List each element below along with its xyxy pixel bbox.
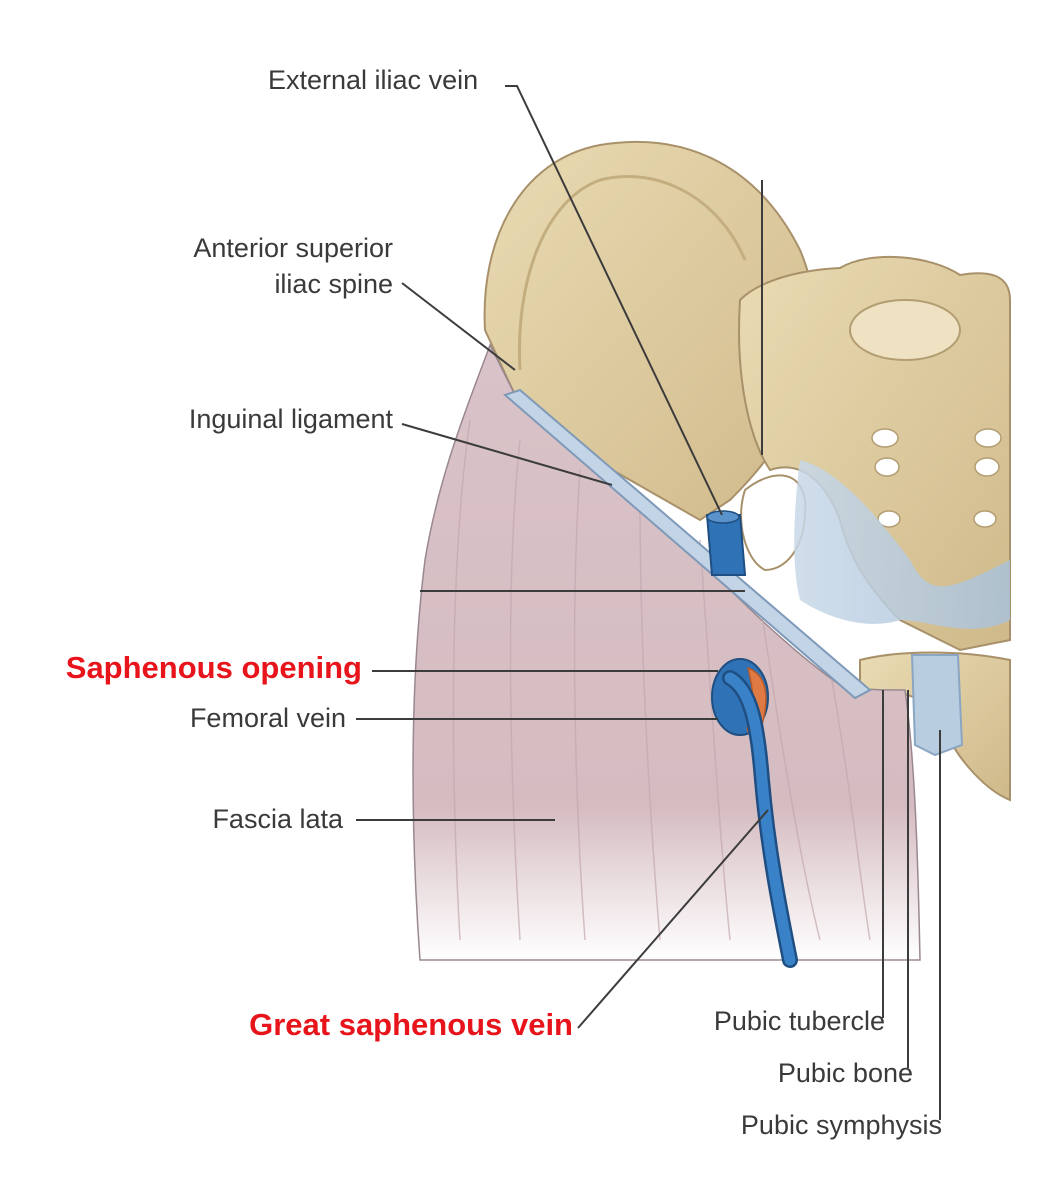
label-external-iliac-vein: External iliac vein xyxy=(268,65,478,95)
external-iliac-vein-shape xyxy=(705,514,747,576)
label-great-saphenous-vein: Great saphenous vein xyxy=(249,1007,573,1042)
label-saphenous-opening: Saphenous opening xyxy=(66,650,362,685)
fascia-lata-region xyxy=(412,343,921,961)
label-asis-line1: Anterior superior xyxy=(193,233,393,263)
pubic-symphysis-shape xyxy=(910,654,964,757)
label-pubic-symphysis: Pubic symphysis xyxy=(741,1110,942,1140)
label-pubic-bone: Pubic bone xyxy=(778,1058,913,1088)
label-inguinal-ligament: Inguinal ligament xyxy=(189,404,394,434)
label-pubic-tubercle: Pubic tubercle xyxy=(714,1006,885,1036)
sacral-foramina xyxy=(871,428,1002,528)
sacrospinous-ligaments xyxy=(794,460,1010,629)
label-femoral-vein: Femoral vein xyxy=(190,703,346,733)
inguinal-ligament-shape xyxy=(503,388,872,700)
label-asis-line2: iliac spine xyxy=(274,269,393,299)
label-fascia-lata: Fascia lata xyxy=(212,804,344,834)
sacrum-bone xyxy=(738,255,1011,652)
